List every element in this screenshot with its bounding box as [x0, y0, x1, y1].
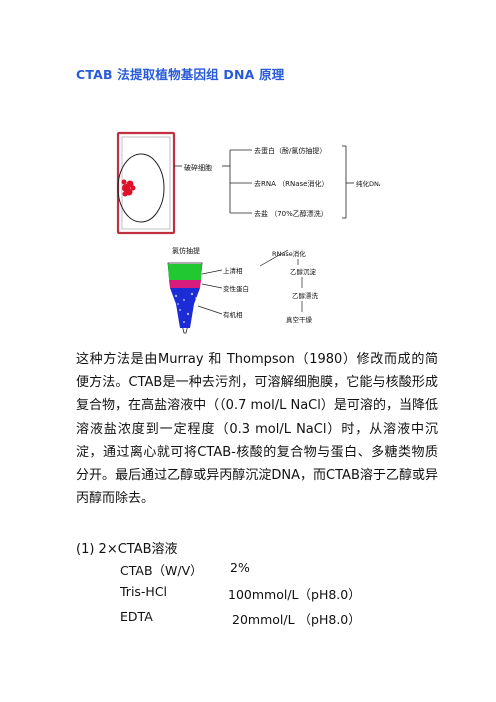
reagent-name: Tris-HCl — [120, 584, 168, 599]
step-ethanol-wash: 乙醇漂洗 — [292, 291, 319, 300]
step-vacuum-dry: 真空干燥 — [286, 315, 313, 324]
step-ethanol-precipitation: 乙醇沉淀 — [290, 267, 317, 276]
reagent-value: 2% — [230, 560, 250, 575]
purified-dna-label: 纯化DNA — [356, 179, 380, 188]
centrifuge-tube-illustration — [167, 262, 203, 334]
reagent-name: CTAB（W/V） — [120, 563, 203, 578]
layer-denatured-protein: 变性蛋白 — [223, 284, 249, 293]
reagent-value: 20mmol/L （pH8.0） — [232, 612, 361, 627]
plant-cell-illustration — [116, 131, 176, 235]
branch-remove-rna: 去RNA （RNase消化） — [254, 179, 328, 188]
nucleus-dna — [121, 179, 136, 197]
solution-heading: (1) 2×CTAB溶液 — [76, 542, 178, 557]
layer-organic: 有机相 — [223, 310, 243, 319]
ctab-principle-diagram: 破碎细胞 去蛋白（酚/氯仿抽提） 去RNA （RNase消化） 去盐 （70%乙… — [116, 131, 380, 334]
chloroform-extraction-label: 氯仿抽提 — [172, 246, 200, 255]
layer-supernatant: 上清相 — [223, 266, 243, 275]
principle-paragraph: 这种方法是由Murray 和 Thompson（1980）修改而成的简便方法。C… — [76, 348, 438, 510]
step-rnase: RNase消化 — [272, 249, 306, 258]
branch-remove-salt: 去盐 （70%乙醇漂洗） — [254, 209, 328, 218]
branch-remove-protein: 去蛋白（酚/氯仿抽提） — [254, 146, 326, 155]
paragraph-text: 这种方法是由Murray 和 Thompson（1980）修改而成的简便方法。C… — [76, 352, 438, 507]
page-title: CTAB 法提取植物基因组 DNA 原理 — [76, 67, 285, 82]
reagent-name: EDTA — [120, 609, 153, 624]
lyse-cell-label: 破碎细胞 — [184, 163, 212, 172]
reagent-value: 100mmol/L（pH8.0） — [228, 587, 361, 602]
